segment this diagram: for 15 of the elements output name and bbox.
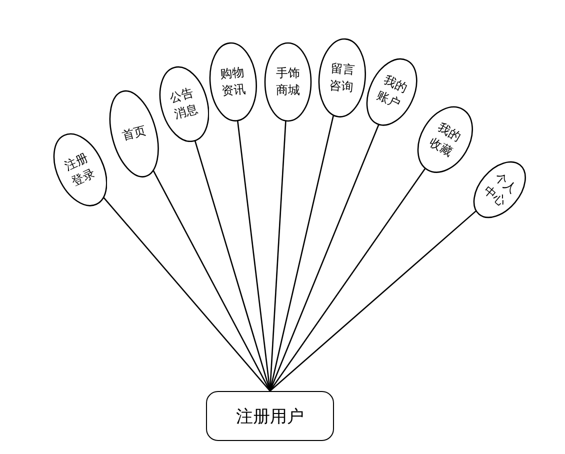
connector-line xyxy=(270,210,477,392)
function-ellipse: 购物资讯 xyxy=(208,42,258,122)
function-ellipse: 个人中心 xyxy=(473,161,527,219)
connector-line xyxy=(152,170,271,392)
function-ellipse: 我的账户 xyxy=(366,58,418,126)
user-box: 注册用户 xyxy=(206,391,334,441)
function-ellipse: 首页 xyxy=(108,90,160,178)
connector-line xyxy=(269,168,426,392)
function-ellipse: 留言咨询 xyxy=(318,38,366,118)
connector-line xyxy=(102,196,270,392)
function-ellipse: 手饰商城 xyxy=(264,42,312,122)
function-ellipse: 注册登录 xyxy=(52,133,108,207)
function-ellipse: 公告消息 xyxy=(158,66,210,142)
function-ellipse: 我的收藏 xyxy=(416,106,474,174)
connector-line xyxy=(269,124,380,392)
